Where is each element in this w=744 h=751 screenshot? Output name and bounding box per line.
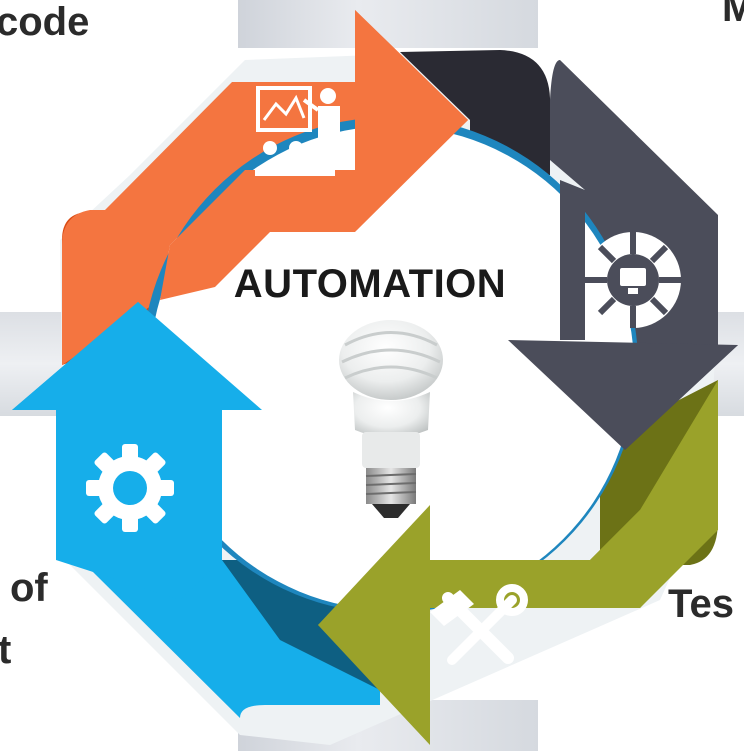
blue-arrow-head [12, 302, 262, 410]
presentation-icon [255, 86, 340, 176]
orange-arrow-shaft-overlap [160, 170, 355, 300]
light-bulb-icon [339, 320, 443, 518]
gear-icon [86, 444, 174, 532]
olive-arrow-shaft-overlap [430, 510, 700, 608]
charcoal-corner-segment [400, 50, 550, 175]
charcoal-arrow-shaft-overlap [560, 180, 585, 340]
background-band-top [238, 0, 538, 48]
label-left-line2: t [0, 628, 12, 672]
charcoal-arrow-head [508, 340, 738, 450]
label-top-right: M [722, 0, 744, 30]
label-right: Tes [668, 582, 734, 626]
tools-icon [430, 584, 528, 665]
label-left-line1: of [10, 566, 48, 610]
olive-arrow-head [318, 505, 430, 745]
orange-arrow-head [355, 10, 468, 232]
center-title: AUTOMATION [233, 262, 507, 306]
label-top-left: code [0, 0, 90, 44]
computer-network-icon [585, 232, 681, 328]
